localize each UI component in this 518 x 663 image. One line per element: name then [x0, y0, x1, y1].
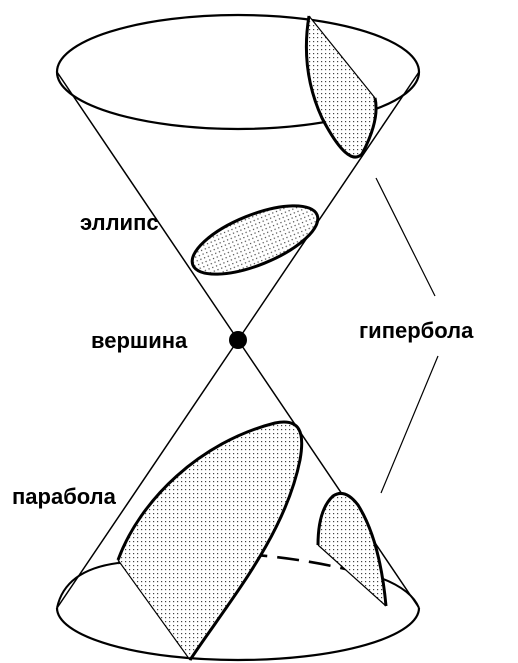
lower-cone-right-generatrix [237, 339, 420, 609]
hyperbola-upper-curve [304, 15, 378, 159]
lower-cone-rim-back-right [380, 577, 420, 609]
parabola-chord [117, 559, 191, 661]
vertex-point [229, 331, 247, 349]
hyperbola-upper-branch [304, 15, 378, 159]
hyperbola-lower-region [318, 493, 386, 606]
parabola-section [116, 420, 304, 661]
ellipse-curve [190, 204, 320, 276]
hyperbola-leader-lower [380, 355, 439, 494]
ellipse-section [190, 204, 320, 276]
hyperbola-lower-branch [316, 492, 388, 607]
vertex-label: вершина [91, 328, 188, 353]
upper-cone-left-generatrix [56, 71, 239, 341]
hyperbola-lower-chord [317, 544, 387, 607]
lower-cone-rim-back-left [56, 562, 119, 609]
hyperbola-upper-region [306, 16, 377, 158]
hyperbola-upper-chord [308, 15, 376, 99]
parabola-curve [116, 420, 304, 661]
parabola-region [118, 422, 302, 660]
parabola-label: парабола [12, 484, 116, 509]
hyperbola-lower-curve [316, 492, 388, 607]
upper-cone [55, 13, 421, 341]
lower-cone-left-generatrix [56, 339, 239, 609]
lower-cone-rim-front [55, 607, 421, 662]
hyperbola-leader-upper [375, 177, 436, 297]
upper-cone-right-generatrix [237, 71, 420, 341]
hyperbola-label: гипербола [359, 318, 474, 343]
ellipse-label: эллипс [80, 210, 159, 235]
